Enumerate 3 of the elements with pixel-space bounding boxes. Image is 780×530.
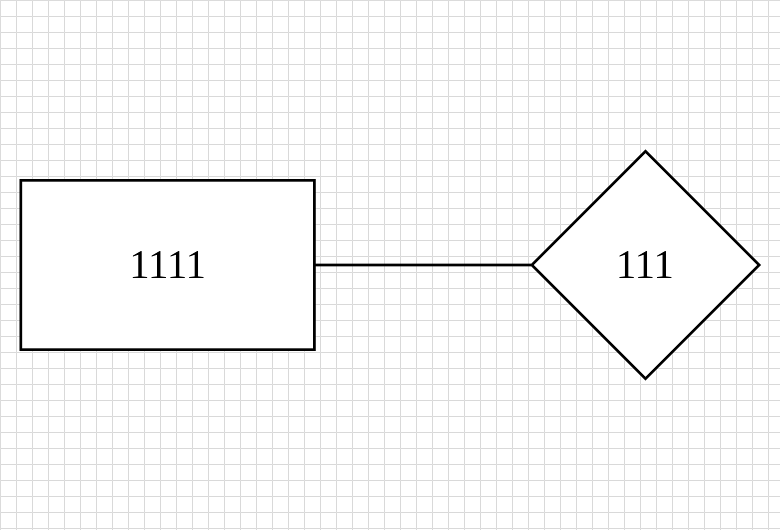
node-box: 1111 <box>19 178 316 352</box>
node-diamond: 111 <box>530 149 762 381</box>
connector <box>314 264 532 266</box>
